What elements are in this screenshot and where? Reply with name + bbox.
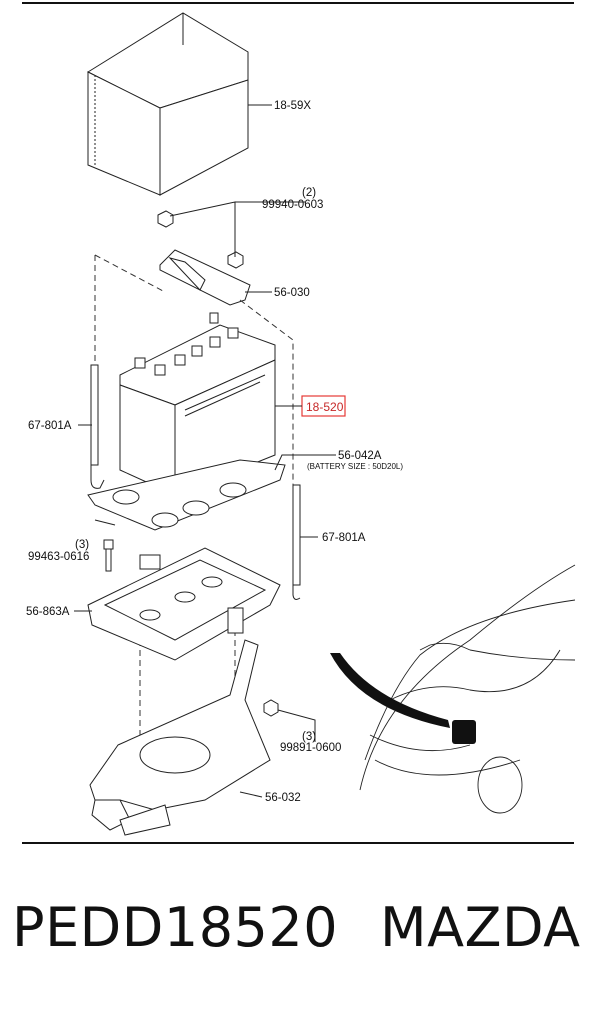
- hold-down-rod-right: [292, 484, 301, 600]
- label-tray-pad: 56-042A: [338, 450, 382, 462]
- label-bracket: 56-032: [265, 792, 301, 804]
- label-clamp: 56-030: [274, 287, 310, 299]
- exploded-parts-diagram: 18-59X (2) 99940-0603 56-030 18-520 67-8…: [22, 2, 576, 844]
- battery-tray-part: [87, 547, 281, 661]
- label-nut2-qty: (3): [302, 731, 316, 743]
- nut-part: [157, 210, 244, 269]
- label-rod-right: 67-801A: [322, 532, 366, 544]
- location-pointer-arrow: [330, 653, 450, 728]
- tray-pad-part: [87, 459, 286, 531]
- battery-part: [119, 312, 276, 496]
- label-rod-left: 67-801A: [28, 420, 72, 432]
- tray-pad-leader: [274, 454, 336, 471]
- bracket-part: [89, 639, 271, 836]
- label-nut2: 99891-0600: [280, 742, 341, 754]
- brand-name: MAZDA: [380, 896, 581, 959]
- label-nut: 99940-0603: [262, 199, 323, 211]
- label-bolt: 99463-0616: [28, 551, 89, 563]
- footer-caption: PEDD18520 MAZDA: [0, 895, 600, 975]
- bolt-part: [103, 539, 114, 572]
- label-tray: 56-863A: [26, 606, 70, 618]
- nut2-part: [263, 699, 279, 717]
- vehicle-inset: [359, 564, 576, 814]
- label-battery: 18-520: [306, 400, 344, 414]
- label-battery-cover: 18-59X: [274, 100, 311, 112]
- nut-leader: [169, 201, 236, 257]
- nut2-leader: [277, 709, 316, 742]
- part-number: PEDD18520: [12, 896, 339, 959]
- clamp-part: [159, 249, 251, 306]
- label-battery-size: (BATTERY SIZE : 50D20L): [307, 462, 403, 471]
- battery-location-marker: [452, 720, 476, 744]
- label-nut-qty: (2): [302, 187, 316, 199]
- battery-cover: [86, 12, 249, 196]
- bracket-leader: [239, 791, 263, 798]
- label-bolt-qty: (3): [75, 539, 89, 551]
- hold-down-rod-left: [90, 364, 105, 489]
